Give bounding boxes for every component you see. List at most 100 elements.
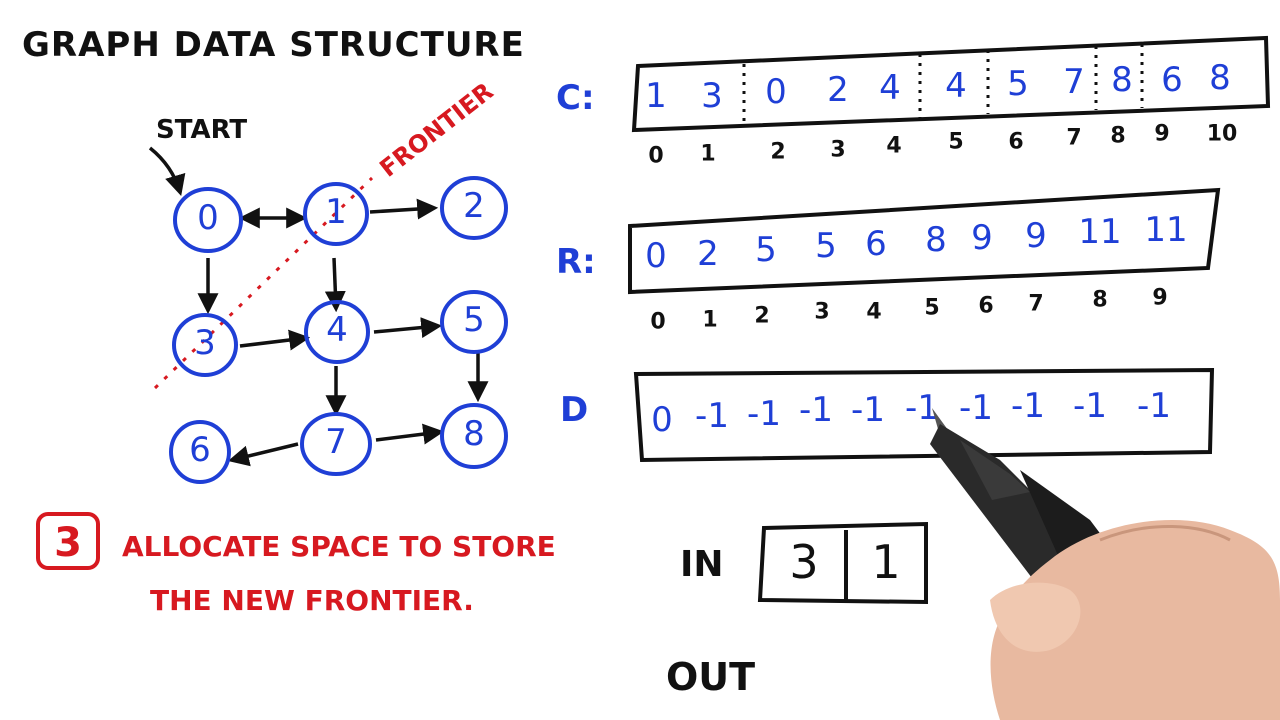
array-c-value: 5 xyxy=(1007,64,1029,104)
array-d-value: -1 xyxy=(1073,386,1107,426)
array-d-value: -1 xyxy=(959,388,993,428)
array-r-value: 5 xyxy=(755,230,777,270)
array-r-label: R: xyxy=(556,242,596,282)
array-c-value: 8 xyxy=(1111,60,1133,100)
array-c-index: 2 xyxy=(770,140,785,165)
array-c-separators xyxy=(742,44,1144,126)
edge-4-5 xyxy=(373,317,443,339)
array-c-value: 1 xyxy=(645,76,667,116)
array-c-index: 1 xyxy=(700,142,715,167)
array-r-index: 1 xyxy=(702,308,717,333)
graph-node-6: 6 xyxy=(169,420,231,484)
array-d-value: -1 xyxy=(1137,386,1171,426)
out-queue-label: OUT xyxy=(666,655,755,699)
array-r-index: 8 xyxy=(1092,288,1107,313)
step-number-box xyxy=(36,512,100,570)
array-d-value: -1 xyxy=(799,390,833,430)
array-r-value: 0 xyxy=(645,236,667,276)
start-label: START xyxy=(156,115,247,145)
graph-node-4: 4 xyxy=(304,300,370,364)
in-queue-box xyxy=(757,521,928,605)
array-r-index: 6 xyxy=(978,294,993,319)
array-c-box xyxy=(631,35,1271,133)
array-c-index: 5 xyxy=(948,130,963,155)
node-label: 5 xyxy=(463,300,485,340)
array-c-index: 8 xyxy=(1110,124,1125,149)
graph-node-0: 0 xyxy=(173,187,243,253)
start-arrow xyxy=(148,146,186,197)
array-r-index: 7 xyxy=(1028,292,1043,317)
array-r-index: 3 xyxy=(814,300,829,325)
graph-node-5: 5 xyxy=(440,290,508,354)
array-r-value: 8 xyxy=(925,220,947,260)
array-c-values: 1 3 0 2 4 4 5 7 8 6 8 xyxy=(645,58,1231,116)
graph-node-3: 3 xyxy=(172,313,238,377)
array-c-index: 7 xyxy=(1066,126,1081,151)
array-r-index: 0 xyxy=(650,310,665,335)
array-c-value: 0 xyxy=(765,72,787,112)
array-r-value: 9 xyxy=(1025,216,1047,256)
graph-node-1: 1 xyxy=(303,182,369,246)
array-c-index: 10 xyxy=(1207,122,1238,147)
array-r-value: 2 xyxy=(697,234,719,274)
node-label: 7 xyxy=(325,422,347,462)
node-label: 4 xyxy=(326,310,348,350)
array-d-box xyxy=(633,367,1215,463)
node-label: 6 xyxy=(189,430,211,470)
array-d-value: -1 xyxy=(1011,386,1045,426)
step-text-line1: ALLOCATE SPACE TO STORE xyxy=(122,530,556,563)
array-c-index: 3 xyxy=(830,138,845,163)
edge-3-4 xyxy=(239,329,311,351)
array-c-value: 3 xyxy=(701,76,723,116)
array-c-label: C: xyxy=(556,78,595,118)
array-d-value: -1 xyxy=(905,388,939,428)
array-r-index: 2 xyxy=(754,304,769,329)
array-r-index: 5 xyxy=(924,296,939,321)
graph-node-2: 2 xyxy=(440,176,508,240)
array-r-value: 6 xyxy=(865,224,887,264)
step-text-line2: THE NEW FRONTIER. xyxy=(150,584,474,617)
array-r-value: 11 xyxy=(1144,210,1187,250)
array-d-value: -1 xyxy=(851,390,885,430)
node-label: 2 xyxy=(463,186,485,226)
array-c-indices: 0 1 2 3 4 5 6 7 8 9 10 xyxy=(648,122,1237,169)
array-c-value: 4 xyxy=(879,68,901,108)
edge-7-6 xyxy=(227,442,299,467)
array-r-values: 0 2 5 5 6 8 9 9 11 11 xyxy=(645,210,1187,276)
node-label: 3 xyxy=(194,323,216,363)
array-d-value: -1 xyxy=(747,394,781,434)
array-r-value: 11 xyxy=(1078,212,1121,252)
array-r-indices: 0 1 2 3 4 5 6 7 8 9 xyxy=(650,286,1167,335)
array-d-value: 0 xyxy=(651,400,673,440)
array-d-label: D xyxy=(560,390,588,430)
array-r-value: 5 xyxy=(815,226,837,266)
array-d-values: 0 -1 -1 -1 -1 -1 -1 -1 -1 -1 xyxy=(651,386,1171,440)
edge-1-4 xyxy=(324,257,346,313)
graph-edges xyxy=(197,198,489,467)
array-r-value: 9 xyxy=(971,218,993,258)
node-label: 1 xyxy=(325,192,347,232)
node-label: 0 xyxy=(197,198,219,238)
node-label: 8 xyxy=(463,414,485,454)
array-c-index: 4 xyxy=(886,134,901,159)
in-queue-value: 1 xyxy=(871,535,900,589)
array-c-value: 2 xyxy=(827,70,849,110)
edge-7-8 xyxy=(375,423,445,445)
edge-1-2 xyxy=(369,198,439,220)
array-r-index: 9 xyxy=(1152,286,1167,311)
array-c-index: 0 xyxy=(648,144,663,169)
step-number: 3 xyxy=(54,520,82,566)
graph-nodes: 0 1 2 3 4 5 6 7 xyxy=(169,176,508,484)
array-c-value: 7 xyxy=(1063,62,1085,102)
graph-node-7: 7 xyxy=(300,412,372,476)
array-c-index: 9 xyxy=(1154,122,1169,147)
in-queue-value: 3 xyxy=(789,535,818,589)
array-c-value: 4 xyxy=(945,66,967,106)
in-queue-label: IN xyxy=(680,544,724,585)
graph-node-8: 8 xyxy=(440,403,508,469)
array-r-index: 4 xyxy=(866,300,881,325)
hand xyxy=(990,520,1280,720)
array-c-index: 6 xyxy=(1008,130,1023,155)
array-r-box xyxy=(628,187,1221,295)
